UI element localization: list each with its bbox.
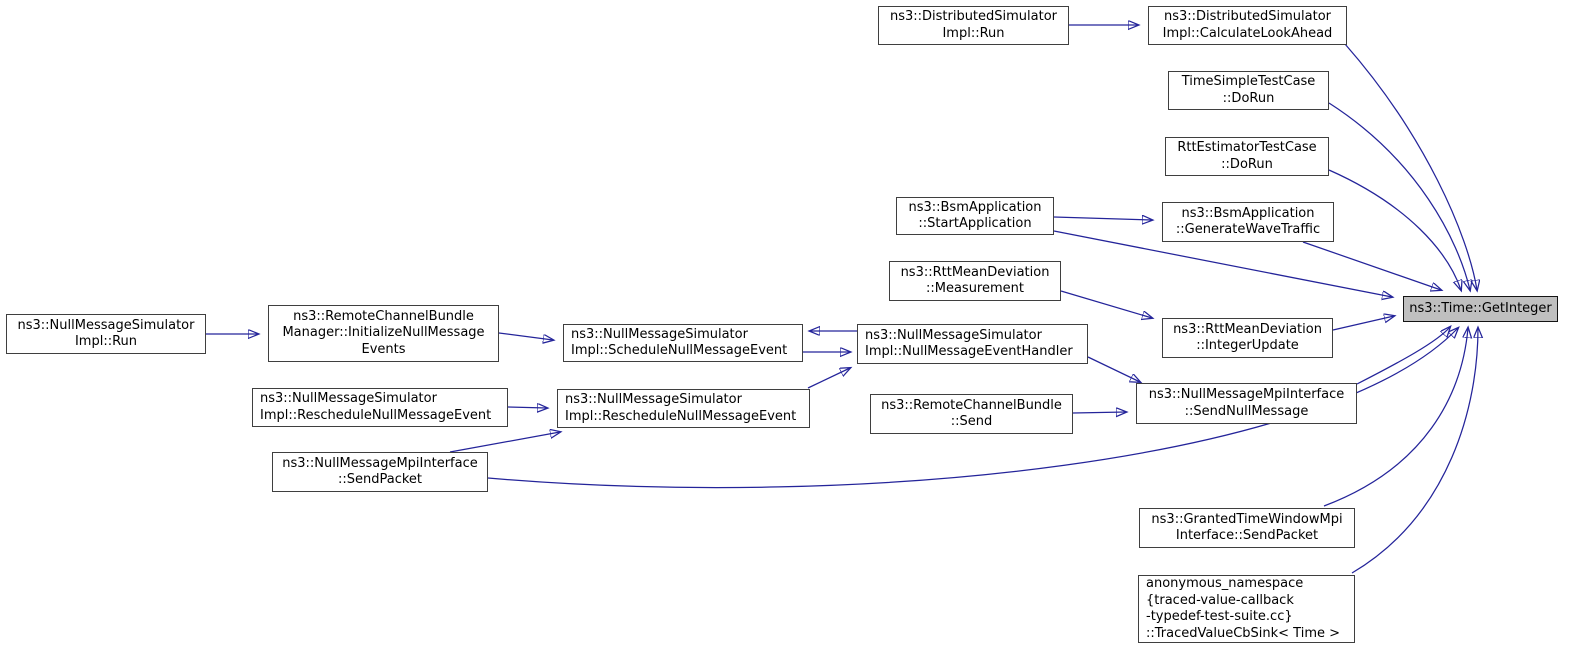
edge-measurement-to-integer-update [1060,290,1152,318]
node-label-line: ns3::RemoteChannelBundle [881,397,1062,413]
node-get-integer[interactable]: ns3::Time::GetInteger [1403,296,1558,322]
node-measurement[interactable]: ns3::RttMeanDeviation ::Measurement [889,261,1061,301]
node-label-line: ns3::NullMessageMpiInterface [282,455,478,471]
node-label-line: RttEstimatorTestCase [1177,140,1317,155]
edge-generate-wave-traffic-to-get-integer [1302,241,1441,290]
node-calculate-look-ahead[interactable]: ns3::DistributedSimulator Impl::Calculat… [1148,6,1347,45]
node-null-message-event-handler[interactable]: ns3::NullMessageSimulator Impl::NullMess… [857,324,1088,364]
node-label-line: ::SendPacket [337,472,423,487]
node-label-line: Impl::ScheduleNullMessageEvent [571,343,788,358]
edge-start-application-to-generate-wave-traffic [1053,217,1152,220]
edge-null-mpi-send-packet-to-get-integer [487,328,1458,489]
edge-reschedule-mid-to-null-message-event-handler [807,368,850,389]
node-label-line: Manager::InitializeNullMessage [282,325,485,341]
node-remote-channel-bundle-send[interactable]: ns3::RemoteChannelBundle ::Send [870,394,1073,434]
node-label-line: ns3::NullMessageSimulator [865,327,1042,343]
node-init-null-message-events[interactable]: ns3::RemoteChannelBundle Manager::Initia… [268,305,499,362]
node-start-application[interactable]: ns3::BsmApplication ::StartApplication [896,197,1054,235]
node-label-line: ::Send [950,414,993,429]
node-label-line: TimeSimpleTestCase [1181,74,1316,89]
edge-null-mpi-send-packet-to-reschedule-mid [449,432,560,453]
node-label-line: ::StartApplication [918,216,1032,231]
node-send-null-message[interactable]: ns3::NullMessageMpiInterface ::SendNullM… [1136,383,1357,424]
edge-send-null-message-to-get-integer [1356,327,1450,385]
node-label-line: ns3::Time::GetInteger [1409,300,1552,316]
node-granted-tw-send-packet[interactable]: ns3::GrantedTimeWindowMpi Interface::Sen… [1139,508,1355,548]
node-label-line: ns3::RttMeanDeviation [900,264,1050,280]
node-null-run[interactable]: ns3::NullMessageSimulator Impl::Run [6,314,206,354]
node-label-line: {traced-value-callback [1146,592,1294,608]
node-label-line: Impl::Run [74,334,138,349]
node-label-line: ns3::NullMessageSimulator [571,326,748,342]
node-label-line: Impl::CalculateLookAhead [1162,25,1333,41]
node-integer-update[interactable]: ns3::RttMeanDeviation ::IntegerUpdate [1162,318,1333,358]
node-traced-value-cb-sink[interactable]: anonymous_namespace {traced-value-callba… [1138,575,1355,643]
node-label-line: -typedef-test-suite.cc} [1146,609,1293,624]
node-label-line: ns3::NullMessageSimulator [565,392,742,407]
edge-calculate-look-ahead-to-get-integer [1344,43,1477,290]
edge-granted-tw-send-packet-to-get-integer [1323,328,1468,507]
edge-init-null-message-events-to-schedule-null-message-event [498,332,553,340]
node-distributed-run[interactable]: ns3::DistributedSimulator Impl::Run [878,6,1069,45]
node-label-line: ::DoRun [1222,90,1275,106]
edge-rtt-estimator-dorun-to-get-integer [1328,169,1461,290]
node-label-line: ns3::NullMessageSimulator [260,391,437,406]
node-label-line: ::TracedValueCbSink< Time > [1146,625,1341,641]
node-generate-wave-traffic[interactable]: ns3::BsmApplication ::GenerateWaveTraffi… [1162,202,1334,242]
node-label-line: Impl::RescheduleNullMessageEvent [565,408,797,424]
node-time-simple-dorun[interactable]: TimeSimpleTestCase ::DoRun [1168,71,1329,110]
edge-traced-value-cb-sink-to-get-integer [1351,328,1478,574]
node-label-line: ns3::NullMessageSimulator [17,317,195,333]
node-label-line: ::DoRun [1221,156,1273,172]
node-label-line: ns3::GrantedTimeWindowMpi [1151,511,1343,527]
edge-null-message-event-handler-to-send-null-message [1087,356,1140,382]
edge-reschedule-left-to-reschedule-mid [507,407,547,408]
node-label-line: Events [361,341,406,357]
node-reschedule-null-message-event-mid[interactable]: ns3::NullMessageSimulator Impl::Reschedu… [557,389,810,428]
node-reschedule-null-message-event-left[interactable]: ns3::NullMessageSimulator Impl::Reschedu… [252,388,508,427]
node-label-line: Interface::SendPacket [1175,528,1319,543]
node-null-mpi-send-packet[interactable]: ns3::NullMessageMpiInterface ::SendPacke… [272,452,488,492]
edge-remote-channel-bundle-send-to-send-null-message [1072,412,1126,413]
node-label-line: ::Measurement [925,281,1024,296]
edge-integer-update-to-get-integer [1332,316,1394,331]
node-label-line: ns3::BsmApplication [908,199,1042,215]
node-label-line: Impl::Run [942,25,1005,41]
node-label-line: ns3::BsmApplication [1181,205,1315,221]
node-label-line: ns3::DistributedSimulator [1163,9,1332,24]
node-rtt-estimator-dorun[interactable]: RttEstimatorTestCase ::DoRun [1165,137,1329,176]
node-label-line: anonymous_namespace [1146,576,1304,591]
node-label-line: ::SendNullMessage [1184,403,1309,419]
node-label-line: ::IntegerUpdate [1196,338,1299,353]
node-schedule-null-message-event[interactable]: ns3::NullMessageSimulator Impl::Schedule… [563,324,803,362]
node-label-line: Impl::RescheduleNullMessageEvent [260,407,492,423]
node-label-line: ::GenerateWaveTraffic [1175,222,1321,237]
edge-time-simple-dorun-to-get-integer [1328,102,1470,290]
node-label-line: Impl::NullMessageEventHandler [865,344,1073,359]
node-label-line: ns3::NullMessageMpiInterface [1148,387,1345,402]
node-label-line: ns3::RttMeanDeviation [1173,321,1322,337]
node-label-line: ns3::DistributedSimulator [889,9,1058,24]
node-label-line: ns3::RemoteChannelBundle [293,308,474,324]
edge-start-application-to-get-integer [1053,230,1392,297]
